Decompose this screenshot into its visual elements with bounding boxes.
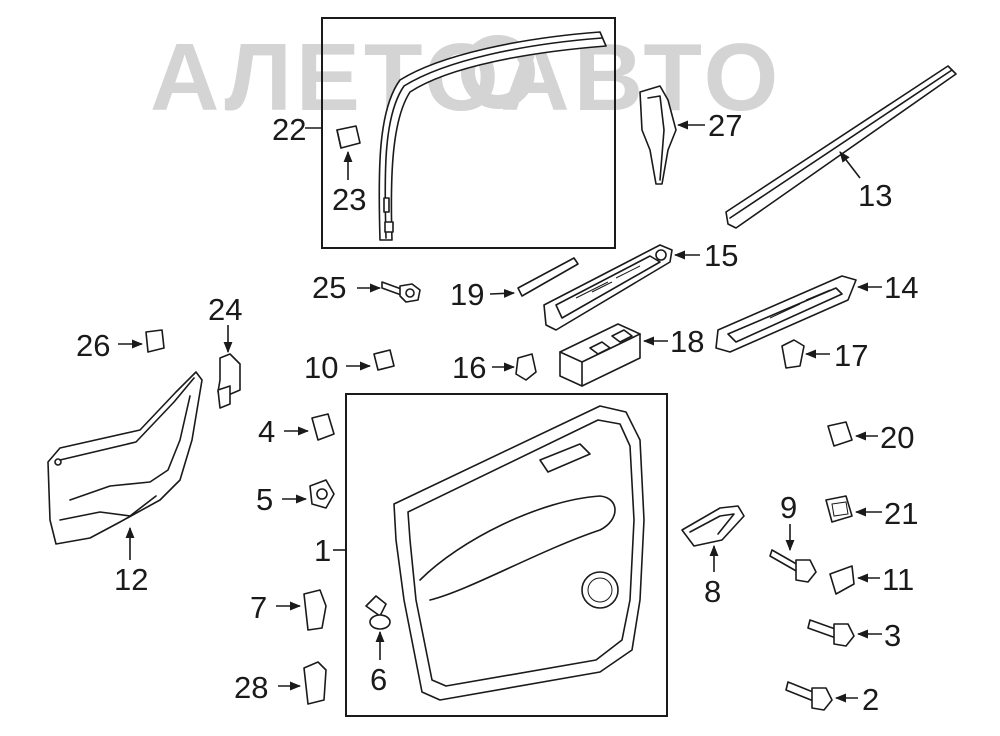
- callout-9: 9: [780, 490, 797, 525]
- part-28-cap: [303, 661, 327, 705]
- part-23-clip: [336, 125, 361, 149]
- callout-11: 11: [882, 562, 914, 597]
- group-box-22: [321, 17, 616, 249]
- part-2-bolt: [785, 681, 833, 711]
- callout-12: 12: [114, 562, 148, 597]
- callout-14: 14: [884, 270, 918, 305]
- callout-25: 25: [312, 270, 346, 305]
- callout-1: 1: [314, 533, 331, 568]
- part-26-clip: [145, 329, 165, 353]
- callout-6: 6: [370, 662, 387, 697]
- leader-19: [489, 288, 516, 298]
- part-27-trim: [639, 85, 677, 185]
- part-22-glass-run: [378, 31, 607, 241]
- callout-3: 3: [884, 618, 901, 653]
- part-6-pushpin: [365, 595, 391, 630]
- part-21-nut: [825, 495, 853, 523]
- callout-7: 7: [250, 590, 267, 625]
- watermark-gear-icon: [461, 35, 535, 109]
- part-3-bolt: [807, 619, 855, 647]
- callout-22: 22: [272, 112, 306, 147]
- callout-2: 2: [862, 682, 879, 717]
- leader-13: [839, 151, 861, 179]
- part-10-clip: [373, 349, 395, 371]
- part-15-switch-bezel: [543, 244, 673, 331]
- part-11-clip: [829, 565, 855, 595]
- callout-5: 5: [256, 482, 273, 517]
- part-16-clip: [515, 353, 537, 381]
- callout-17: 17: [834, 338, 868, 373]
- callout-8: 8: [704, 574, 721, 609]
- part-13-moulding: [725, 65, 957, 229]
- part-12-insulator: [47, 371, 203, 545]
- callout-21: 21: [884, 496, 918, 531]
- part-7-clip: [303, 589, 327, 631]
- callout-20: 20: [880, 420, 914, 455]
- part-17-clip: [781, 339, 805, 369]
- callout-15: 15: [704, 238, 738, 273]
- callout-16: 16: [452, 350, 486, 385]
- group-box-1: [345, 393, 668, 717]
- callout-13: 13: [858, 178, 892, 213]
- part-4-clip: [311, 413, 335, 441]
- callout-27: 27: [708, 108, 742, 143]
- callout-26: 26: [76, 328, 110, 363]
- callout-23: 23: [332, 182, 366, 217]
- part-19-strip: [517, 257, 579, 297]
- part-8-handle: [681, 505, 745, 547]
- part-5-clip: [309, 479, 335, 509]
- callout-10: 10: [304, 350, 338, 385]
- callout-28: 28: [234, 670, 268, 705]
- part-18-switch: [559, 323, 641, 387]
- part-14-bezel: [715, 275, 857, 353]
- callout-19: 19: [450, 277, 484, 312]
- part-1-door-trim: [393, 405, 645, 701]
- callout-24: 24: [208, 292, 242, 327]
- callout-18: 18: [670, 324, 704, 359]
- part-25-bolt: [381, 281, 421, 303]
- part-20-clip: [827, 421, 853, 447]
- callout-4: 4: [258, 414, 275, 449]
- part-9-bolt: [769, 549, 817, 583]
- part-24-bracket: [217, 353, 241, 409]
